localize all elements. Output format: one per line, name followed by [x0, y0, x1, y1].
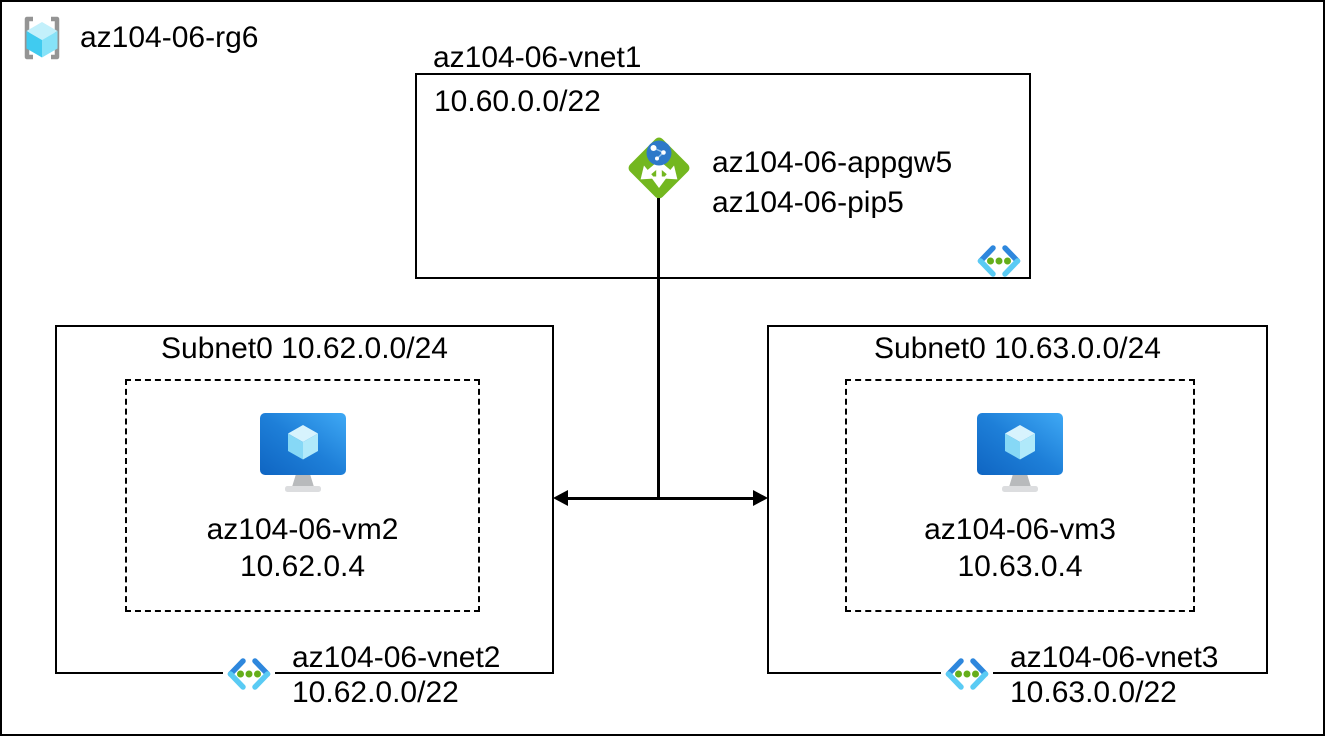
vnet2-box [55, 325, 554, 674]
peering-line [565, 497, 757, 500]
vnet1-title: az104-06-vnet1 [433, 41, 642, 74]
vnet2-labels: az104-06-vnet2 10.62.0.0/22 [292, 640, 500, 710]
peering-arrowhead-right [753, 490, 768, 506]
virtual-network-icon [941, 657, 993, 696]
peering-arrowhead-left [553, 490, 568, 506]
vm3-name: az104-06-vm3 [924, 513, 1116, 546]
subnet-right-dashed-box [845, 379, 1195, 612]
appgw-to-peering-line [657, 198, 660, 499]
vm2-ip: 10.62.0.4 [239, 550, 366, 583]
resource-group-icon [24, 16, 60, 60]
virtual-machine-icon [258, 410, 348, 499]
vnet2-cidr: 10.62.0.0/22 [292, 676, 459, 709]
resource-group-header: az104-06-rg6 [18, 14, 258, 62]
virtual-machine-icon [975, 410, 1065, 499]
vnet3-labels: az104-06-vnet3 10.63.0.0/22 [1010, 640, 1218, 710]
virtual-network-icon [973, 244, 1025, 283]
vnet3-name: az104-06-vnet3 [1010, 641, 1219, 674]
subnet-left-dashed-box [125, 379, 480, 612]
vnet1-box [415, 73, 1031, 279]
vm2-name: az104-06-vm2 [206, 513, 399, 546]
vm3-ip: 10.63.0.4 [957, 550, 1083, 583]
appgw-pip-name: az104-06-pip5 [712, 186, 904, 219]
vnet1-cidr: 10.60.0.0/22 [434, 85, 601, 118]
appgw-labels: az104-06-appgw5 az104-06-pip5 [712, 143, 952, 223]
subnet-right-title: Subnet0 10.63.0.0/24 [874, 332, 1161, 365]
vnet3-cidr: 10.63.0.0/22 [1010, 676, 1177, 709]
virtual-network-icon [223, 657, 275, 696]
vnet2-name: az104-06-vnet2 [292, 641, 501, 674]
subnet-left-title: Subnet0 10.62.0.0/24 [161, 332, 448, 365]
vnet3-box [767, 325, 1268, 674]
application-gateway-icon [622, 131, 696, 210]
appgw-name: az104-06-appgw5 [712, 146, 953, 179]
resource-group-label: az104-06-rg6 [80, 21, 259, 54]
